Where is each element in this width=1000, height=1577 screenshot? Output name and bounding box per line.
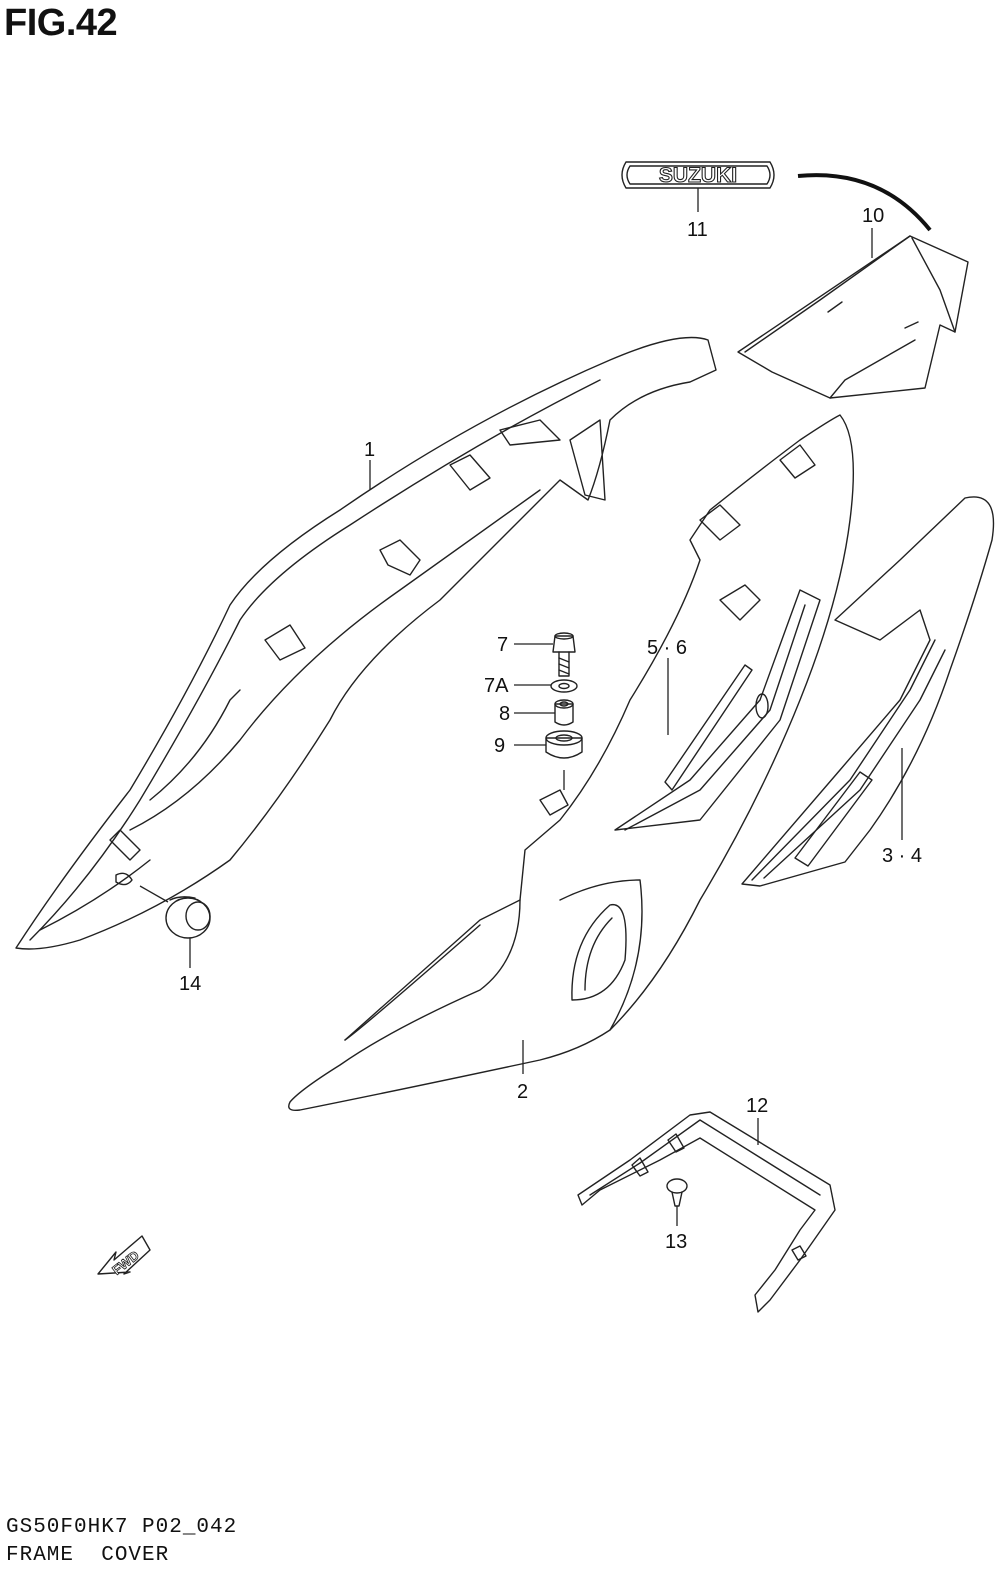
callout-14: 14	[179, 973, 201, 995]
fwd-arrow-icon: FWD	[97, 1235, 151, 1278]
callout-5-6: 5 · 6	[647, 637, 687, 659]
callout-2: 2	[517, 1081, 528, 1103]
screw-13[interactable]	[666, 1178, 688, 1207]
callout-7: 7	[497, 634, 508, 656]
frame-cover-1[interactable]	[15, 336, 717, 950]
emblem-arc	[797, 173, 932, 232]
collar-8[interactable]	[554, 699, 574, 726]
callout-11: 11	[687, 219, 708, 241]
callout-9: 9	[494, 735, 505, 757]
callout-7a: 7A	[484, 675, 509, 697]
suzuki-emblem[interactable]: SUZUKI	[621, 161, 775, 189]
bolt-7[interactable]	[552, 632, 576, 677]
callout-3-4: 3 · 4	[882, 845, 922, 867]
callout-12: 12	[746, 1095, 768, 1117]
tail-cover-10[interactable]	[737, 235, 969, 399]
emblem-text: SUZUKI	[659, 164, 737, 187]
figure-title: FIG.42	[4, 2, 118, 44]
callout-1: 1	[364, 439, 375, 461]
figure-name: FRAME COVER	[6, 1544, 170, 1567]
figure-code: GS50F0HK7 P02_042	[6, 1516, 238, 1539]
callout-8: 8	[499, 703, 510, 725]
cushion-14[interactable]	[165, 896, 211, 939]
washer-7a[interactable]	[550, 679, 578, 693]
rear-bracket-12[interactable]	[577, 1111, 836, 1313]
frame-cover-2[interactable]	[288, 414, 855, 1112]
callout-13: 13	[665, 1231, 687, 1253]
side-panel-3-4[interactable]	[741, 496, 995, 887]
callout-10: 10	[862, 205, 884, 227]
grommet-9[interactable]	[545, 730, 583, 759]
